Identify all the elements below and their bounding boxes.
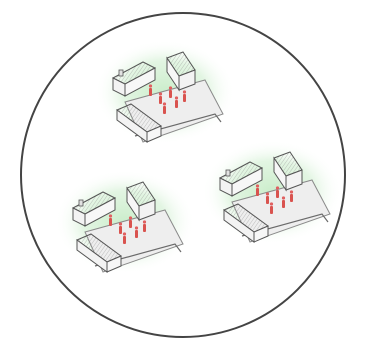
building-cluster-right [201,139,343,245]
building-cluster-top [94,39,236,145]
building-cluster-bottom-left [54,169,196,275]
